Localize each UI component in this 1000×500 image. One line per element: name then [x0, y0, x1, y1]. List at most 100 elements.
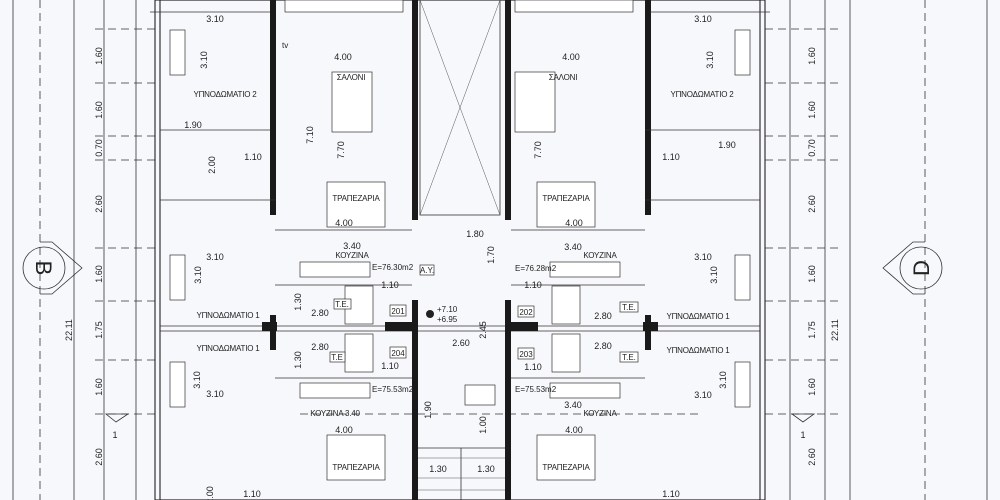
room-label: ΤΡΑΠΕΖΑΡΙΑ [542, 463, 590, 472]
dimension: 1.90 [423, 401, 433, 419]
dimension: 0.70 [807, 139, 817, 157]
shower-icon [344, 333, 374, 373]
dimension: 1.10 [381, 280, 399, 290]
dimension: 1.10 [662, 152, 680, 162]
dimension: 2.00 [205, 486, 215, 500]
dining-table-icon [536, 181, 596, 228]
apartment-202: 3.10 3.10 ΥΠΝΟΔΩΜΑΤΙΟ 2 1.90 1.10 4.00 Σ… [515, 14, 736, 321]
dimension: 1.60 [94, 47, 104, 65]
sofa-icon [514, 71, 556, 133]
tv-label: tv [282, 41, 288, 50]
area-label: E=75.53m2 [515, 385, 557, 394]
dimension: 2.80 [594, 341, 612, 351]
dimension: 3.10 [206, 389, 224, 399]
dimension: 3.10 [199, 51, 209, 69]
apartment-number: 202 [519, 308, 533, 317]
dimension: 1.00 [478, 416, 488, 434]
dimension: 3.10 [694, 390, 712, 400]
dimension: 3.40 [564, 242, 582, 252]
furniture [169, 29, 751, 481]
kitchen-counter-icon [549, 382, 621, 399]
area-label: E=75.53m2 [372, 385, 414, 394]
apartment-number: 203 [519, 350, 533, 359]
bed-icon [734, 29, 751, 76]
apartment-number: 201 [391, 307, 405, 316]
dimension-chain-left: 1.60 1.60 0.70 2.60 1.60 1.75 1.60 2.60 [94, 47, 104, 466]
axis-marker-d: D [882, 241, 943, 295]
dimension: 3.10 [694, 14, 712, 24]
dimension: 1.10 [524, 280, 542, 290]
room-label: ΥΠΝΟΔΩΜΑΤΙΟ 1 [666, 346, 730, 355]
dimension: 2.60 [452, 338, 470, 348]
shower-icon [551, 285, 581, 325]
dimension: 1.10 [243, 489, 261, 499]
apartment-203: ΥΠΝΟΔΩΜΑΤΙΟ 1 2.80 T.E. 203 1.10 E=75.53… [515, 341, 730, 499]
room-label: ΣΑΛΟΝΙ [337, 73, 365, 82]
axis-label-b: B [31, 261, 56, 276]
room-label: ΚΟΥΖΙΝΑ 3.40 [310, 409, 360, 418]
room-label: ΚΟΥΖΙΝΑ [335, 251, 369, 260]
dimension: 7.70 [533, 141, 543, 159]
axis-label-d: D [909, 260, 934, 276]
dimension: 3.10 [718, 371, 728, 389]
te-label: T.E. [622, 303, 636, 312]
dimension: 1.90 [718, 140, 736, 150]
dimension: 4.00 [334, 52, 352, 62]
core: A.Y. 1.80 1.70 +7.10 +6.95 2.45 2.60 1.9… [419, 229, 496, 474]
dining-table-icon [326, 181, 386, 228]
dimension: 3.40 [564, 400, 582, 410]
dimension: 4.00 [562, 52, 580, 62]
dimension: 1.75 [807, 321, 817, 339]
room-label: ΤΡΑΠΕΖΑΡΙΑ [542, 194, 590, 203]
dimension: 1.60 [94, 101, 104, 119]
level-marker-icon [426, 310, 434, 318]
te-label: T.E. [335, 300, 349, 309]
overall-dimension-left: 22.11 [64, 319, 74, 341]
room-label: ΚΟΥΖΙΝΑ [583, 409, 617, 418]
dimension: 1.60 [94, 378, 104, 396]
dimension: 4.00 [335, 218, 353, 228]
dimension: 1.60 [94, 265, 104, 283]
bed-icon [734, 254, 751, 301]
apartment-201: 3.10 3.10 ΥΠΝΟΔΩΜΑΤΙΟ 2 1.90 2.00 1.10 t… [184, 14, 413, 320]
dimension: 0.70 [94, 139, 104, 157]
dimension: 2.60 [807, 195, 817, 213]
staircase [418, 384, 505, 500]
room-label: ΥΠΝΟΔΩΜΑΤΙΟ 1 [666, 312, 730, 321]
dimension: 1.10 [662, 489, 680, 499]
dining-table-icon [536, 434, 596, 481]
dimension: 1.60 [807, 378, 817, 396]
bed-icon [169, 29, 186, 76]
dimension: 1.60 [807, 47, 817, 65]
dimension: 1.30 [429, 464, 447, 474]
kitchen-counter-icon [549, 261, 621, 278]
level-label: +7.10 [437, 305, 458, 314]
dimension: 7.70 [336, 141, 346, 159]
kitchen-counter-icon [299, 261, 371, 278]
dimension: 2.60 [94, 448, 104, 466]
dimension: 1.75 [94, 321, 104, 339]
room-label: ΚΟΥΖΙΝΑ [583, 251, 617, 260]
dimension: 1.60 [807, 265, 817, 283]
bed-icon [734, 361, 751, 408]
dimension: 3.10 [193, 266, 203, 284]
area-label: E=76.30m2 [372, 263, 414, 272]
dimension: 4.00 [335, 425, 353, 435]
section-mark-left: 1 [104, 413, 130, 440]
dimension: 4.00 [565, 218, 583, 228]
dimension: 4.00 [565, 425, 583, 435]
grid-lines [95, 28, 840, 415]
dimension: 1.30 [293, 293, 303, 311]
room-label: ΥΠΝΟΔΩΜΑΤΙΟ 2 [670, 90, 734, 99]
te-label: T.E [331, 353, 343, 362]
dimension: 2.00 [207, 156, 217, 174]
elevator-shaft [419, 0, 501, 216]
dimension: 3.40 [343, 241, 361, 251]
room-label: ΤΡΑΠΕΖΑΡΙΑ [332, 463, 380, 472]
dimension: 2.80 [594, 311, 612, 321]
area-label: E=76.28m2 [515, 264, 557, 273]
axis-marker-b: B [22, 241, 83, 295]
dimension: 2.80 [311, 342, 329, 352]
dimension: 1.60 [807, 101, 817, 119]
